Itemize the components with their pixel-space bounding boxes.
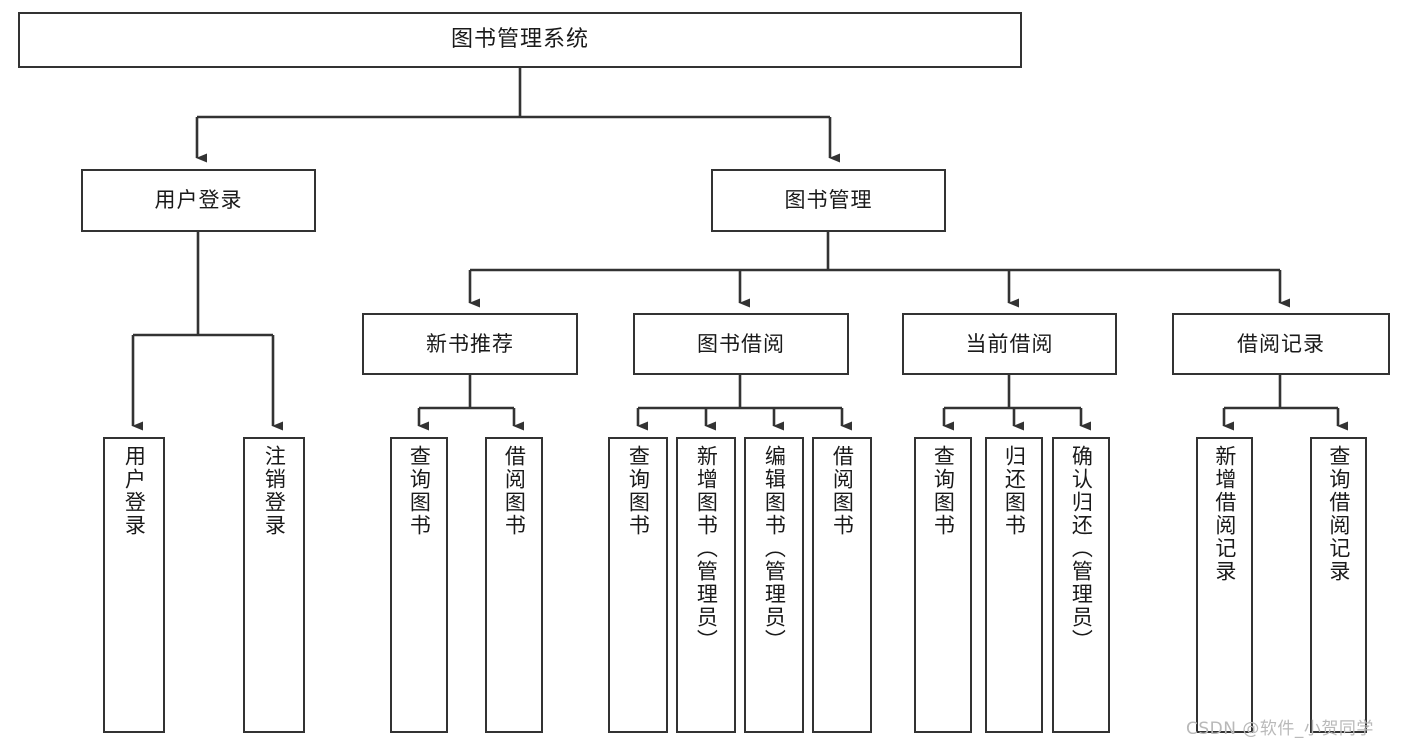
node-label: 新书推荐 bbox=[426, 331, 514, 356]
node-leaf-return-book[interactable]: 归还图书 bbox=[985, 437, 1043, 733]
node-leaf-user-login[interactable]: 用户登录 bbox=[103, 437, 165, 733]
node-label: 编辑图书（管理员） bbox=[762, 445, 787, 652]
node-leaf-query-record[interactable]: 查询借阅记录 bbox=[1310, 437, 1367, 733]
node-label: 借阅图书 bbox=[502, 445, 527, 537]
node-label: 当前借阅 bbox=[965, 331, 1054, 356]
node-label: 图书管理 bbox=[784, 188, 873, 213]
node-book-management[interactable]: 图书管理 bbox=[711, 169, 946, 232]
node-leaf-add-record[interactable]: 新增借阅记录 bbox=[1196, 437, 1253, 733]
node-label: 查询图书 bbox=[626, 445, 651, 537]
node-leaf-add-book[interactable]: 新增图书（管理员） bbox=[676, 437, 736, 733]
node-label: 图书管理系统 bbox=[450, 27, 589, 53]
node-label: 注销登录 bbox=[262, 445, 287, 537]
node-leaf-confirm-return[interactable]: 确认归还（管理员） bbox=[1052, 437, 1110, 733]
node-current-borrow[interactable]: 当前借阅 bbox=[902, 313, 1117, 375]
node-label: 用户登录 bbox=[122, 445, 147, 537]
node-leaf-borrow-book-1[interactable]: 借阅图书 bbox=[485, 437, 543, 733]
node-label: 查询借阅记录 bbox=[1326, 445, 1351, 583]
node-label: 确认归还（管理员） bbox=[1069, 445, 1094, 652]
node-book-borrow[interactable]: 图书借阅 bbox=[633, 313, 849, 375]
node-label: 归还图书 bbox=[1002, 445, 1027, 537]
node-leaf-query-book-2[interactable]: 查询图书 bbox=[608, 437, 668, 733]
node-label: 用户登录 bbox=[154, 188, 243, 213]
node-label: 查询图书 bbox=[407, 445, 432, 537]
node-leaf-borrow-book-2[interactable]: 借阅图书 bbox=[812, 437, 872, 733]
watermark: CSDN @软件_小贺同学 bbox=[1186, 719, 1374, 739]
node-root-system[interactable]: 图书管理系统 bbox=[18, 12, 1022, 68]
node-user-login[interactable]: 用户登录 bbox=[81, 169, 316, 232]
node-leaf-logout-login[interactable]: 注销登录 bbox=[243, 437, 305, 733]
node-borrow-record[interactable]: 借阅记录 bbox=[1172, 313, 1390, 375]
node-leaf-query-book-1[interactable]: 查询图书 bbox=[390, 437, 448, 733]
node-new-book-recommend[interactable]: 新书推荐 bbox=[362, 313, 578, 375]
node-label: 图书借阅 bbox=[697, 331, 785, 356]
node-label: 借阅记录 bbox=[1237, 331, 1325, 356]
node-label: 借阅图书 bbox=[830, 445, 855, 537]
node-label: 新增图书（管理员） bbox=[694, 445, 719, 652]
node-leaf-edit-book[interactable]: 编辑图书（管理员） bbox=[744, 437, 804, 733]
node-leaf-query-book-3[interactable]: 查询图书 bbox=[914, 437, 972, 733]
node-label: 查询图书 bbox=[931, 445, 956, 537]
node-label: 新增借阅记录 bbox=[1212, 445, 1237, 583]
